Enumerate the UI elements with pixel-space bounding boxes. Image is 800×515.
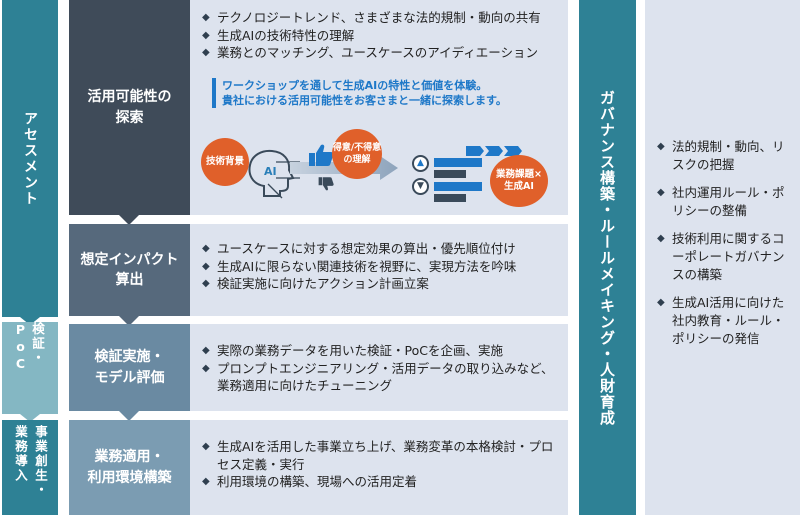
bullet-item: 業務とのマッチング、ユースケースのアイディエーション — [202, 44, 558, 62]
thumbs-down-icon — [318, 177, 334, 191]
step-title-line: 利用環境構築 — [87, 469, 172, 486]
mini-thumb-circle: ▲ — [412, 155, 429, 172]
phase-poc-label: 検証・PoC — [13, 322, 45, 373]
business-ai-line: 業務課題× — [496, 169, 542, 180]
tech-background-badge: 技術背景 — [201, 138, 249, 186]
phase-assessment-label: アセスメント — [22, 110, 38, 207]
bullet-list: 実際の業務データを用いた検証・PoCを企画、実施 プロンプトエンジニアリング・活… — [202, 342, 558, 395]
bullet-list: 生成AIを活用した事業立ち上げ、業務変革の本格検討・プロセス定義・実行 利用環境… — [202, 438, 558, 491]
governance-panel: 法的規制・動向、リスクの把握 社内運用ルール・ポリシーの整備 技術利用に関するコ… — [645, 0, 800, 515]
bullet-item: 検証実施に向けたアクション計画立案 — [202, 275, 558, 293]
bullet-item: 技術利用に関するコーポレートガバナンスの構築 — [657, 230, 794, 284]
step-arrow — [119, 316, 139, 326]
bullet-item: 利用環境の構築、現場への活用定着 — [202, 473, 558, 491]
bullet-item: プロンプトエンジニアリング・活用データの取り込みなど、業務適用に向けたチューニン… — [202, 360, 558, 395]
bullet-item: ユースケースに対する想定効果の算出・優先順位付け — [202, 240, 558, 258]
bullet-item: 生成AIに限らない関連技術を視野に、実現方法を吟味 — [202, 258, 558, 276]
panel-deploy: 生成AIを活用した事業立ち上げ、業務変革の本格検討・プロセス定義・実行 利用環境… — [190, 420, 568, 515]
workshop-callout: ワークショップを通して生成AIの特性と価値を体験。 貴社における活用可能性をお客… — [212, 77, 558, 108]
panel-explore: テクノロジートレンド、さまざまな法的規制・動向の共有 生成AIの技術特性の理解 … — [190, 0, 568, 215]
bullet-item: 生成AI活用に向けた社内教育・ルール・ポリシーの発信 — [657, 294, 794, 348]
chevron-row-icon — [466, 146, 522, 156]
bullet-list: テクノロジートレンド、さまざまな法的規制・動向の共有 生成AIの技術特性の理解 … — [202, 9, 558, 62]
strengths-line: 得意/不得意 — [332, 143, 382, 153]
step-explore: 活用可能性の探索 — [69, 0, 190, 215]
phase-arrow — [20, 414, 40, 422]
step-title-line: 算出 — [115, 272, 144, 288]
ai-label: AI — [264, 165, 277, 178]
phase-business-label: 事業創生・業務導入 — [13, 424, 48, 498]
step-title-line: 活用可能性の — [87, 89, 172, 106]
workshop-line: 貴社における活用可能性をお客さまと一緒に探索します。 — [222, 93, 507, 107]
step-impact: 想定インパクト算出 — [69, 224, 190, 316]
bullet-list: ユースケースに対する想定効果の算出・優先順位付け 生成AIに限らない関連技術を視… — [202, 240, 558, 293]
phase-business: 事業創生・業務導入 — [2, 420, 58, 515]
panel-verify: 実際の業務データを用いた検証・PoCを企画、実施 プロンプトエンジニアリング・活… — [190, 324, 568, 411]
bullet-item: テクノロジートレンド、さまざまな法的規制・動向の共有 — [202, 9, 558, 27]
bullet-item: 生成AIの技術特性の理解 — [202, 27, 558, 45]
thumbs-up-icon — [309, 144, 334, 166]
workshop-line: ワークショップを通して生成AIの特性と価値を体験。 — [222, 78, 488, 92]
step-title-line: 探索 — [115, 109, 144, 126]
phase-arrow — [20, 317, 40, 325]
bar-row — [434, 170, 466, 178]
step-title-line: 検証実施・ — [94, 349, 165, 366]
bullet-item: 生成AIを活用した事業立ち上げ、業務変革の本格検討・プロセス定義・実行 — [202, 438, 558, 473]
phase-assessment: アセスメント — [2, 0, 58, 317]
bullet-item: 法的規制・動向、リスクの把握 — [657, 138, 794, 174]
step-title-line: 業務適用・ — [94, 449, 165, 466]
step-arrow — [119, 411, 139, 421]
strengths-badge: 得意/不得意の理解 — [332, 129, 382, 179]
business-ai-badge: 業務課題×生成AI — [490, 155, 548, 207]
mini-thumb-circle: ▼ — [412, 178, 429, 195]
governance-bar: ガバナンス構築・ルールメイキング・人財育成 — [579, 0, 636, 515]
panel-impact: ユースケースに対する想定効果の算出・優先順位付け 生成AIに限らない関連技術を視… — [190, 224, 568, 316]
business-ai-line: 生成AI — [504, 181, 534, 192]
step-title-line: 想定インパクト — [80, 251, 179, 268]
process-arrows — [466, 141, 522, 156]
strengths-line: の理解 — [343, 155, 371, 165]
step-arrow — [119, 215, 139, 225]
step-deploy: 業務適用・利用環境構築 — [69, 420, 190, 515]
bullet-item: 実際の業務データを用いた検証・PoCを企画、実施 — [202, 342, 558, 360]
bullet-item: 社内運用ルール・ポリシーの整備 — [657, 184, 794, 220]
step-verify: 検証実施・モデル評価 — [69, 324, 190, 411]
bullet-list: 法的規制・動向、リスクの把握 社内運用ルール・ポリシーの整備 技術利用に関するコ… — [657, 138, 794, 348]
tech-background-label: 技術背景 — [205, 156, 244, 167]
phase-poc: 検証・PoC — [2, 322, 58, 414]
governance-title: ガバナンス構築・ルールメイキング・人財育成 — [598, 89, 616, 426]
bar-row — [434, 182, 482, 191]
bar-row — [434, 158, 482, 167]
bar-row — [434, 194, 466, 202]
step-title-line: モデル評価 — [94, 369, 165, 386]
